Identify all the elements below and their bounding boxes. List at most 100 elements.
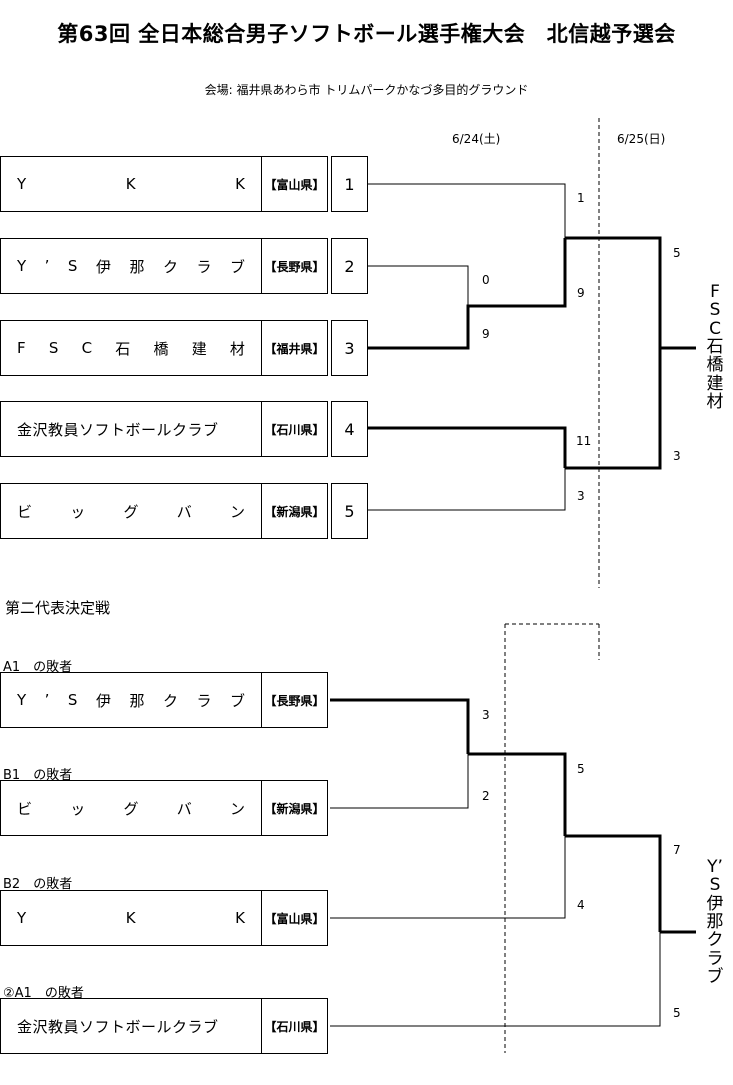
team-name-char: Y <box>17 909 27 927</box>
score-b2-m2-top: 5 <box>577 762 585 776</box>
line-team3-win <box>368 238 567 350</box>
team-name-char: ッ <box>70 502 86 521</box>
team-name-char: ラ <box>196 257 212 276</box>
team-name-char: グ <box>123 799 139 818</box>
champion-char: 材 <box>706 392 724 413</box>
team-name-char: ’ <box>44 691 50 709</box>
team-name-char: K <box>125 909 136 927</box>
team-name-char: ラ <box>196 691 212 710</box>
team-name-char: K <box>235 909 245 927</box>
score-b2-m1-bottom: 2 <box>482 789 490 803</box>
line-team4-win <box>368 426 567 468</box>
line-semi1-win <box>565 236 662 348</box>
champion-char: 那 <box>706 912 724 933</box>
team-name-char: Y <box>17 175 27 193</box>
score-b2-m1-top: 3 <box>482 708 490 722</box>
seed-1: 1 <box>331 156 368 212</box>
team-name-char: 伊 <box>95 257 111 276</box>
entry-pref-1: 【長野県】 <box>264 693 325 708</box>
team-name-char: 材 <box>229 339 245 358</box>
team-name-char: 那 <box>129 691 145 710</box>
team-name-char: ッ <box>70 799 86 818</box>
champion-char: 建 <box>706 373 724 394</box>
team-row-4: 金沢教員ソフトボールクラブ 【石川県】 <box>0 401 328 457</box>
bracket1-champion: F S C 石 橋 建 材 <box>700 283 730 412</box>
line-b2-m2-win <box>565 834 662 932</box>
entry-label-3: B2 の敗者 <box>3 877 73 892</box>
score-b1-final-top: 5 <box>673 246 681 260</box>
team-name-char: ビ <box>17 799 33 818</box>
team-name-char: K <box>235 175 245 193</box>
team-row-5: ビ ッ グ バ ン 【新潟県】 <box>0 483 328 539</box>
champion-char: 石 <box>706 337 724 358</box>
champion-char: ブ <box>706 967 724 988</box>
team-name-char: 伊 <box>95 691 111 710</box>
team-name-1: Y K K <box>1 157 262 211</box>
champion-char: S <box>709 875 721 896</box>
score-b2-m2-bottom: 4 <box>577 898 585 912</box>
team-name-char: C <box>81 339 93 357</box>
team-name-char: ブ <box>229 257 245 276</box>
score-b1-m1-team2: 0 <box>482 273 490 287</box>
team-name-char: F <box>17 339 26 357</box>
team-pref-4: 【石川県】 <box>264 422 325 437</box>
score-b1-m2-team1: 1 <box>577 191 585 205</box>
entry-name-1: Y ’ S 伊 那 ク ラ ブ <box>1 673 262 727</box>
team-name-5: ビ ッ グ バ ン <box>1 484 262 538</box>
score-b1-m1-team3: 9 <box>482 327 490 341</box>
seed-3: 3 <box>331 320 368 376</box>
line-entry4 <box>330 932 661 1027</box>
team-pref-3: 【福井県】 <box>264 341 325 356</box>
champion-char: 伊 <box>706 893 724 914</box>
entry-row-2: ビ ッ グ バ ン 【新潟県】 <box>0 780 328 836</box>
entry-pref-4: 【石川県】 <box>264 1019 325 1034</box>
team-name-char: 石 <box>115 339 131 358</box>
champion-char: F <box>710 282 720 302</box>
seed-2: 2 <box>331 238 368 294</box>
team-name-char: 建 <box>191 339 207 358</box>
team-name-3: F S C 石 橋 建 材 <box>1 321 262 375</box>
entry-pref-3: 【富山県】 <box>264 911 325 926</box>
champion-char: ラ <box>706 948 724 969</box>
team-pref-5: 【新潟県】 <box>264 504 325 519</box>
entry-label-2: B1 の敗者 <box>3 768 73 783</box>
team-name-char: バ <box>176 799 192 818</box>
team-name-char: S <box>67 691 78 709</box>
team-row-2: Y ’ S 伊 那 ク ラ ブ 【長野県】 <box>0 238 328 294</box>
team-name-char: ’ <box>44 257 50 275</box>
entry-label-1: A1 の敗者 <box>3 660 73 675</box>
champion-char: C <box>709 318 721 339</box>
team-name-char: ブ <box>229 691 245 710</box>
team-name-char: ン <box>229 799 245 818</box>
team-name-char: ビ <box>17 502 33 521</box>
team-name-char: S <box>67 257 78 275</box>
team-name-char: ン <box>229 502 245 521</box>
date-day1: 6/24(土) <box>452 132 501 146</box>
entry-name-2: ビ ッ グ バ ン <box>1 781 262 835</box>
venue-text: 会場: 福井県あわら市 トリムパークかなづ多目的グラウンド <box>204 83 529 97</box>
entry-name-3: Y K K <box>1 891 262 945</box>
date-day2: 6/25(日) <box>617 132 666 146</box>
team-name-char: グ <box>123 502 139 521</box>
line-team5 <box>368 468 566 511</box>
line-entry3 <box>330 836 566 919</box>
champion-char: Y’ <box>707 857 723 877</box>
score-b1-m2-winner: 9 <box>577 286 585 300</box>
entry-row-4: 金沢教員ソフトボールクラブ 【石川県】 <box>0 998 328 1054</box>
team-row-1: Y K K 【富山県】 <box>0 156 328 212</box>
second-rep-section-title: 第二代表決定戦 <box>5 599 111 617</box>
team-name-char: K <box>125 175 136 193</box>
team-name-char: 橋 <box>153 339 169 358</box>
team-name-char: Y <box>17 691 27 709</box>
champion-char: S <box>709 300 721 321</box>
line-entry2 <box>330 754 469 809</box>
team-name-char: ク <box>162 257 178 276</box>
score-b1-m3-team4: 11 <box>576 434 592 448</box>
line-entry1-win <box>330 698 470 754</box>
team-name-2: Y ’ S 伊 那 ク ラ ブ <box>1 239 262 293</box>
team-name-4: 金沢教員ソフトボールクラブ <box>1 402 262 456</box>
entry-label-4: ②A1 の敗者 <box>3 986 84 1001</box>
entry-row-1: Y ’ S 伊 那 ク ラ ブ 【長野県】 <box>0 672 328 728</box>
team-row-3: F S C 石 橋 建 材 【福井県】 <box>0 320 328 376</box>
team-name-char: バ <box>176 502 192 521</box>
